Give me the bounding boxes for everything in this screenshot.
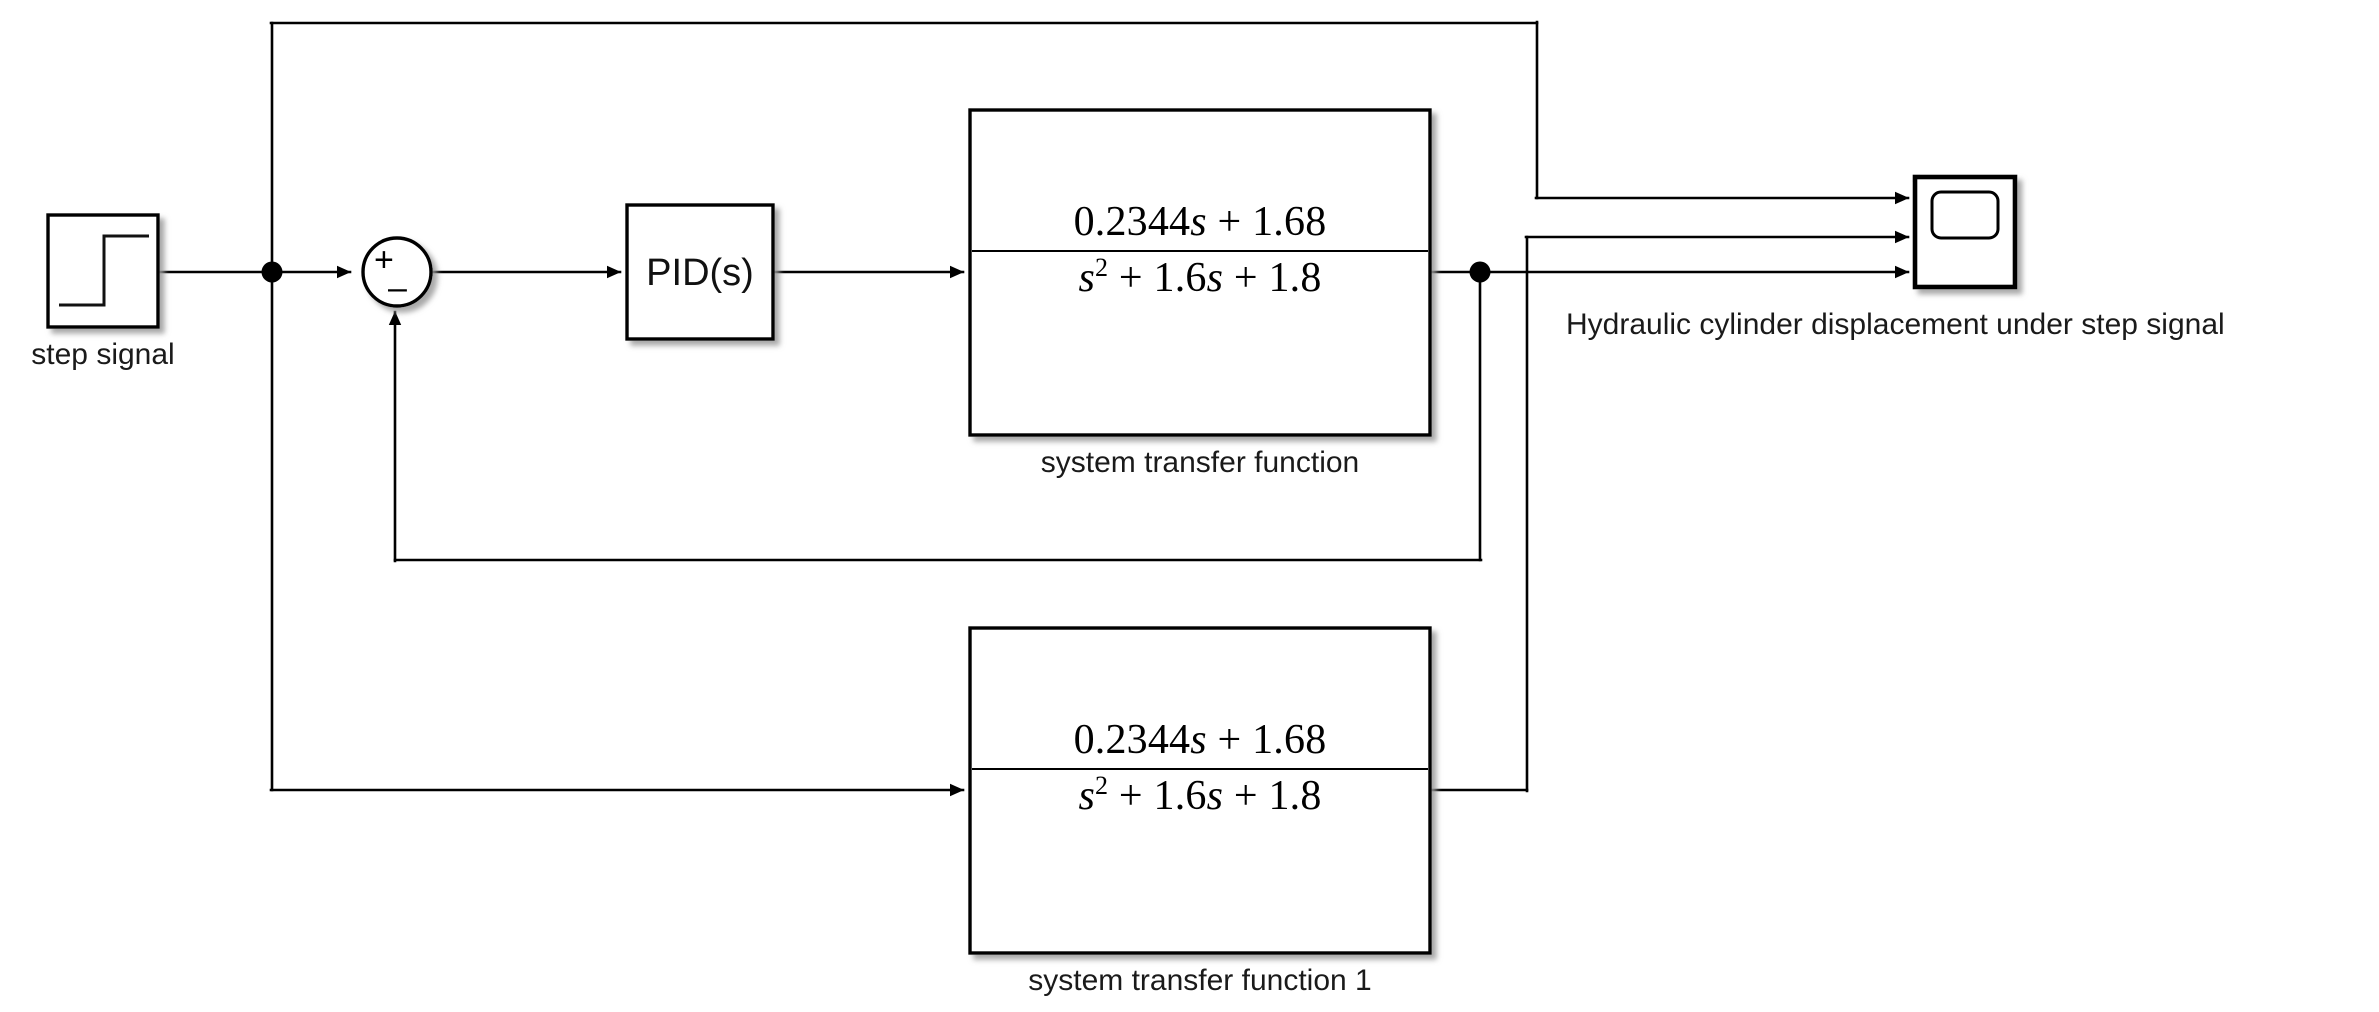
transfer-function-2-body[interactable] bbox=[968, 626, 1432, 955]
sum-block-body[interactable] bbox=[361, 236, 433, 308]
tf2-num-op: + bbox=[1217, 717, 1242, 763]
junction-dot-plant-output bbox=[1469, 261, 1491, 283]
tf2-den-var2: s bbox=[1206, 772, 1224, 819]
tf1-num-var: s bbox=[1190, 199, 1207, 245]
tf2-den-var: s bbox=[1078, 772, 1095, 819]
sum-junction-block[interactable] bbox=[361, 236, 433, 308]
tf2-den-coeff: 1.6 bbox=[1153, 772, 1207, 819]
tf2-num-coeff: 0.2344 bbox=[1073, 717, 1191, 763]
tf1-den-coeff: 1.6 bbox=[1153, 254, 1207, 301]
transfer-function-1-label: system transfer function bbox=[1040, 446, 1360, 479]
tf1-den-var: s bbox=[1078, 254, 1095, 301]
transfer-function-1-block[interactable] bbox=[968, 108, 1432, 437]
scope-caption-label: Hydraulic cylinder displacement under st… bbox=[1566, 308, 2225, 341]
tf2-num-const: 1.68 bbox=[1252, 717, 1327, 763]
tf1-den-exp: 2 bbox=[1094, 252, 1109, 282]
scope-block[interactable] bbox=[1912, 174, 2018, 290]
tf2-num-var: s bbox=[1190, 717, 1207, 763]
step-signal-block[interactable] bbox=[46, 213, 160, 329]
tf1-num-coeff: 0.2344 bbox=[1073, 199, 1191, 245]
tf1-den-const: 1.8 bbox=[1268, 254, 1322, 301]
transfer-function-2-block[interactable] bbox=[968, 626, 1432, 955]
pid-block-body[interactable] bbox=[625, 203, 775, 341]
pid-controller-block[interactable] bbox=[625, 203, 775, 341]
scope-screen-icon bbox=[1930, 190, 2000, 240]
tf1-fraction-bar bbox=[972, 249, 1428, 252]
transfer-function-2-expression: 0.2344s + 1.68 s2 + 1.6s + 1.8 bbox=[970, 718, 1430, 818]
tf2-den-exp: 2 bbox=[1094, 770, 1109, 800]
sum-plus-sign: + bbox=[374, 241, 394, 279]
tf1-den-var2: s bbox=[1206, 254, 1224, 301]
transfer-function-1-body[interactable] bbox=[968, 108, 1432, 437]
transfer-function-2-label: system transfer function 1 bbox=[1028, 964, 1372, 997]
tf1-num-const: 1.68 bbox=[1252, 199, 1327, 245]
tf1-num-op: + bbox=[1217, 199, 1242, 245]
tf2-numerator: 0.2344s + 1.68 bbox=[970, 718, 1430, 763]
tf2-fraction-bar bbox=[972, 767, 1428, 770]
step-signal-label: step signal bbox=[31, 338, 175, 371]
tf2-den-op1: + bbox=[1118, 772, 1143, 819]
tf2-denominator: s2 + 1.6s + 1.8 bbox=[970, 770, 1430, 819]
tf1-denominator: s2 + 1.6s + 1.8 bbox=[970, 252, 1430, 301]
tf2-den-const: 1.8 bbox=[1268, 772, 1322, 819]
signal-wires bbox=[156, 20, 1910, 797]
sum-minus-sign: – bbox=[388, 269, 407, 307]
tf2-den-op2: + bbox=[1233, 772, 1258, 819]
tf1-den-op1: + bbox=[1118, 254, 1143, 301]
tf1-numerator: 0.2344s + 1.68 bbox=[970, 200, 1430, 245]
transfer-function-1-expression: 0.2344s + 1.68 s2 + 1.6s + 1.8 bbox=[970, 200, 1430, 300]
junction-dot-step-output bbox=[261, 261, 283, 283]
pid-block-text: PID(s) bbox=[646, 252, 754, 294]
step-waveform-icon bbox=[59, 234, 149, 307]
tf1-den-op2: + bbox=[1233, 254, 1258, 301]
